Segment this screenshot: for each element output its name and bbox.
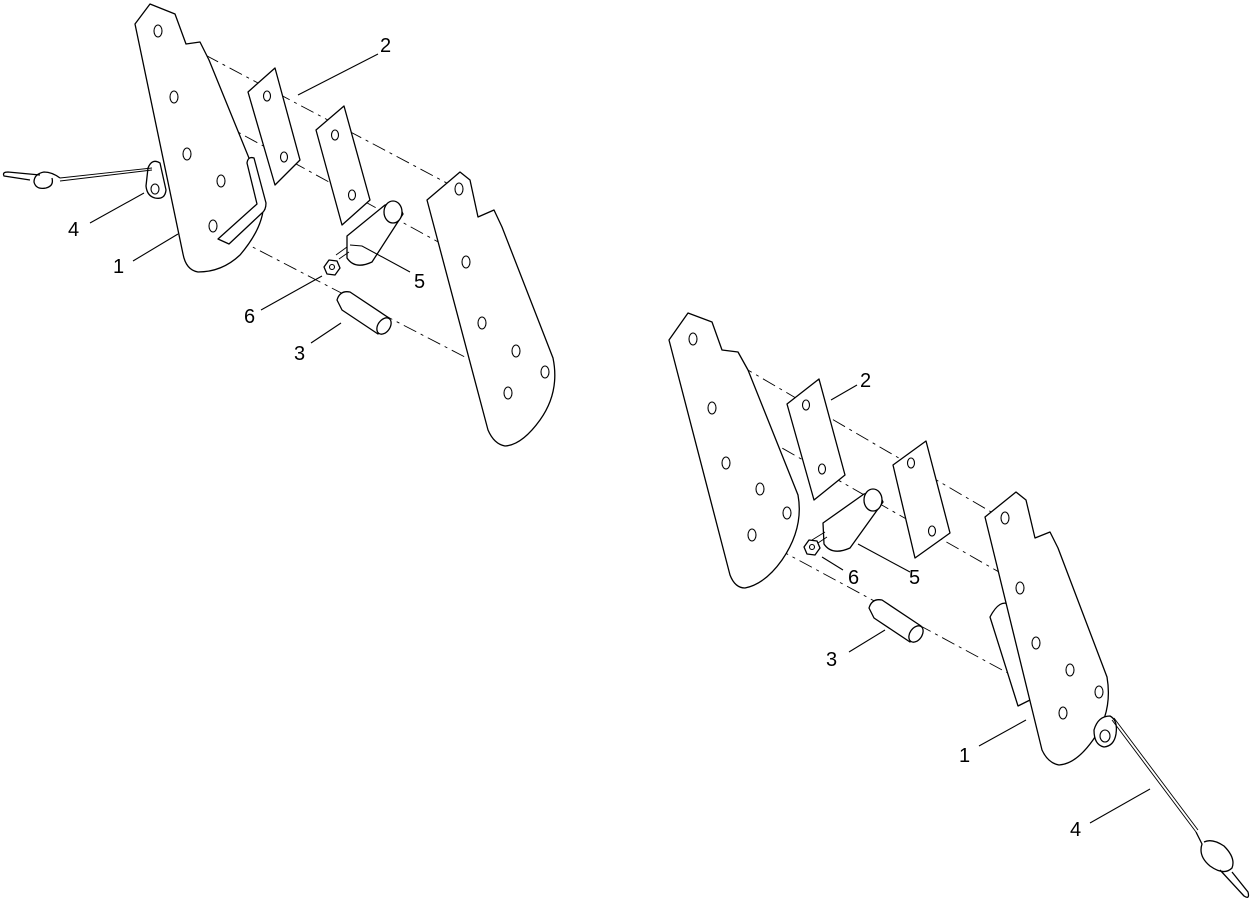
callout-5: 5	[414, 271, 425, 293]
callout-4: 4	[1070, 819, 1081, 841]
callout-1: 1	[113, 256, 124, 278]
spacer-plate-b	[315, 105, 371, 226]
callout-6: 6	[244, 306, 255, 328]
spacer-plate-b	[892, 440, 951, 559]
lanyard-cable	[59, 167, 153, 182]
assembly-left: 2 5 6 3 4 1	[2, 3, 556, 447]
assembly-right: 2 5 6 3 1 4	[668, 312, 1250, 898]
callout-3: 3	[826, 649, 837, 671]
callout-4: 4	[68, 219, 79, 241]
callout-2: 2	[380, 35, 391, 57]
bracket-plate-right	[426, 171, 556, 447]
bracket-plate-left	[134, 3, 265, 273]
spacer-plate-a	[786, 378, 846, 501]
callout-2: 2	[860, 370, 871, 392]
callout-3: 3	[294, 343, 305, 365]
hair-pin-clip	[1195, 831, 1250, 898]
callout-1: 1	[959, 745, 970, 767]
callout-6: 6	[848, 567, 859, 589]
callout-5: 5	[909, 567, 920, 589]
bracket-plate-right	[984, 491, 1110, 766]
bent-pin	[217, 156, 267, 245]
lanyard-cable	[1111, 717, 1199, 833]
hair-pin-clip	[2, 171, 61, 190]
bracket-plate-left	[668, 312, 800, 589]
